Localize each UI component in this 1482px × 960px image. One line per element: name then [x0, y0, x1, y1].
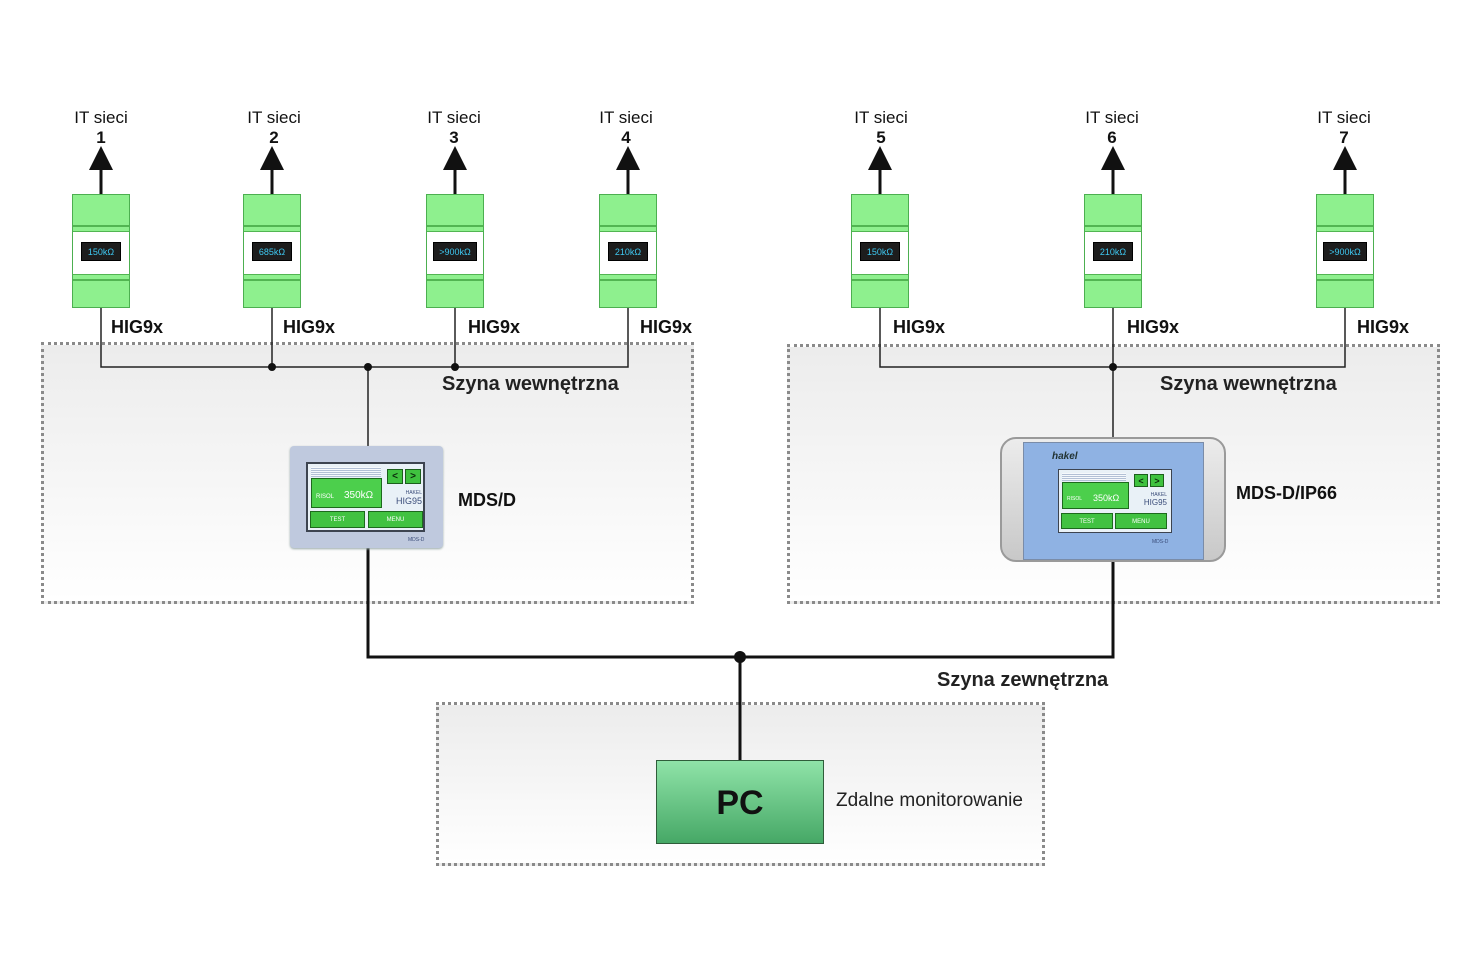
module-name-3: HIG9x: [468, 317, 521, 337]
prev-button[interactable]: <: [1134, 474, 1148, 487]
module-name-1: HIG9x: [111, 317, 164, 337]
mds-d-panel: < > RISOL 350kΩ HAKEL HIG95 TEST MENU MD…: [290, 446, 443, 548]
module-display: 150kΩ: [860, 242, 900, 261]
test-button[interactable]: TEST: [1061, 513, 1113, 529]
prev-button[interactable]: <: [387, 469, 403, 484]
test-button[interactable]: TEST: [310, 511, 365, 528]
readout-prefix: RISOL: [316, 494, 335, 500]
network-arrows: [89, 146, 1357, 194]
pc-caption: Zdalne monitorowanie: [836, 790, 1023, 811]
menu-button[interactable]: MENU: [368, 511, 423, 528]
mds-d-ip66-label: MDS-D/IP66: [1236, 483, 1338, 503]
hig-module-7: >900kΩ: [1316, 194, 1374, 308]
module-name-6: HIG9x: [1127, 317, 1180, 337]
panel-model-tag: MDS-D: [408, 537, 425, 543]
module-display: 210kΩ: [608, 242, 648, 261]
hig-module-2: 685kΩ: [243, 194, 301, 308]
external-bus-label: Szyna zewnętrzna: [937, 669, 1109, 691]
hig-module-3: >900kΩ: [426, 194, 484, 308]
module-name-7: HIG9x: [1357, 317, 1410, 337]
mds-d-ip66-panel: hakel < > RISOL 350kΩ HAKEL HIG95 TEST M…: [1000, 437, 1226, 562]
panel-screen: < > RISOL 350kΩ HAKEL HIG95 TEST MENU: [306, 462, 425, 532]
module-name-5: HIG9x: [893, 317, 946, 337]
module-display: 150kΩ: [81, 242, 121, 261]
hig-module-1: 150kΩ: [72, 194, 130, 308]
pc-box: PC: [656, 760, 824, 844]
module-name-2: HIG9x: [283, 317, 336, 337]
readout-value: 350kΩ: [1093, 493, 1120, 503]
left-internal-bus-label: Szyna wewnętrzna: [442, 373, 619, 395]
panel-model-tag: MDS-D: [1152, 539, 1169, 545]
external-bus-junction: [734, 651, 746, 663]
next-button[interactable]: >: [405, 469, 421, 484]
menu-button[interactable]: MENU: [1115, 513, 1167, 529]
readout-value: 350kΩ: [344, 490, 374, 501]
module-display: >900kΩ: [433, 242, 477, 261]
resistance-readout: RISOL 350kΩ: [311, 478, 382, 508]
next-button[interactable]: >: [1150, 474, 1164, 487]
resistance-readout: RISOL 350kΩ: [1062, 482, 1129, 509]
hakel-logo: hakel: [1052, 451, 1078, 462]
module-display: 685kΩ: [252, 242, 292, 261]
module-name-4: HIG9x: [640, 317, 693, 337]
right-internal-bus-label: Szyna wewnętrzna: [1160, 373, 1337, 395]
bus-junctions: [268, 363, 1117, 371]
ip66-screen: < > RISOL 350kΩ HAKEL HIG95 TEST MENU: [1058, 469, 1172, 533]
readout-prefix: RISOL: [1067, 496, 1083, 502]
hig-module-5: 150kΩ: [851, 194, 909, 308]
module-display: 210kΩ: [1093, 242, 1133, 261]
module-display: >900kΩ: [1323, 242, 1367, 261]
mds-d-label: MDS/D: [458, 490, 516, 510]
hig-module-6: 210kΩ: [1084, 194, 1142, 308]
hig-module-4: 210kΩ: [599, 194, 657, 308]
panel-brand: HAKEL HIG95: [395, 490, 422, 506]
panel-brand: HAKEL HIG95: [1143, 492, 1167, 507]
